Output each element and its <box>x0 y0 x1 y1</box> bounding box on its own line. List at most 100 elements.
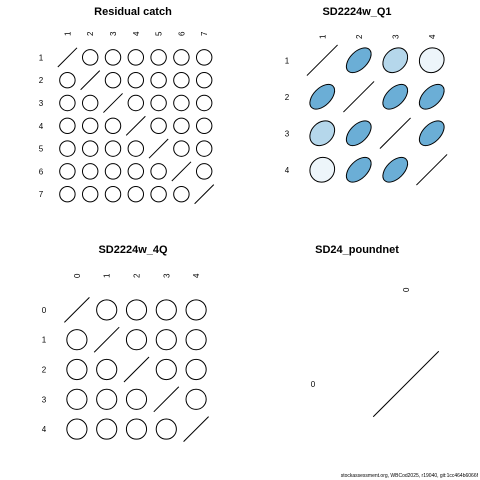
correlation-ellipse <box>66 388 88 410</box>
correlation-ellipse <box>309 120 336 147</box>
correlation-ellipse <box>81 94 99 112</box>
correlation-ellipse <box>104 71 122 89</box>
correlation-ellipse <box>59 140 76 157</box>
correlation-ellipse <box>125 299 148 321</box>
column-label: 5 <box>155 31 164 36</box>
column-label: 1 <box>63 31 72 36</box>
correlation-ellipse <box>185 358 207 381</box>
correlation-ellipse <box>104 163 122 180</box>
column-label: 2 <box>86 31 95 36</box>
row-label: 7 <box>39 190 44 199</box>
row-label: 5 <box>39 145 44 154</box>
correlation-ellipse <box>345 156 372 183</box>
column-label: 3 <box>109 31 118 36</box>
correlation-ellipse <box>150 94 167 112</box>
diagonal-mark <box>372 350 440 418</box>
column-label: 6 <box>177 31 186 36</box>
correlation-ellipse <box>418 120 445 147</box>
correlation-ellipse <box>382 156 409 183</box>
correlation-ellipse <box>150 71 167 89</box>
correlation-ellipse <box>127 140 145 157</box>
column-label: 4 <box>192 273 201 278</box>
diagonal-mark <box>103 93 123 113</box>
correlation-ellipse <box>150 49 167 66</box>
correlation-ellipse <box>96 299 118 321</box>
correlation-ellipse <box>418 83 445 110</box>
correlation-ellipse <box>195 117 213 135</box>
correlation-ellipse <box>173 185 190 203</box>
column-label: 4 <box>428 34 437 39</box>
correlation-ellipse <box>66 329 88 351</box>
column-label: 3 <box>162 273 171 278</box>
column-label: 7 <box>200 31 209 36</box>
correlation-ellipse <box>104 185 122 203</box>
correlation-ellipse <box>125 388 148 410</box>
diagonal-mark <box>343 81 375 113</box>
correlation-ellipse <box>104 117 122 135</box>
correlation-ellipse <box>185 299 207 321</box>
correlation-ellipse <box>66 358 88 381</box>
diagonal-mark <box>80 70 101 91</box>
row-label: 2 <box>285 93 290 102</box>
correlation-ellipse <box>155 299 177 321</box>
column-label: 1 <box>103 273 112 278</box>
correlation-ellipse <box>150 117 167 135</box>
correlation-ellipse <box>185 388 207 410</box>
correlation-ellipse <box>150 163 167 180</box>
correlation-ellipse <box>104 140 122 157</box>
correlation-ellipse <box>59 163 76 180</box>
correlation-ellipse <box>59 94 76 112</box>
correlation-ellipse <box>309 156 336 183</box>
correlation-ellipse <box>155 418 177 440</box>
row-label: 3 <box>285 129 290 138</box>
correlation-ellipse <box>173 71 190 89</box>
footer-credit: stockassessment.org, WBCod2025, r19040, … <box>340 473 478 479</box>
correlation-ellipse <box>195 94 213 112</box>
correlation-ellipse <box>81 185 99 203</box>
correlation-ellipse <box>66 418 88 440</box>
correlation-ellipse <box>125 329 148 351</box>
correlation-ellipse <box>59 185 76 203</box>
correlation-ellipse <box>59 71 76 89</box>
correlation-ellipse <box>127 71 145 89</box>
diagonal-mark <box>64 297 90 323</box>
correlation-ellipse <box>125 418 148 440</box>
correlation-ellipse <box>96 358 118 381</box>
row-label: 2 <box>42 366 47 375</box>
diagonal-mark <box>153 386 180 413</box>
correlation-ellipse <box>59 117 76 135</box>
correlation-ellipse <box>195 163 213 180</box>
diagonal-mark <box>148 138 169 159</box>
column-label: 0 <box>73 273 82 278</box>
correlation-ellipse <box>81 163 99 180</box>
panel-title: Residual catch <box>94 6 172 18</box>
correlation-ellipse <box>127 49 145 66</box>
diagonal-mark <box>194 184 215 205</box>
correlation-ellipse <box>127 163 145 180</box>
row-label: 0 <box>311 380 316 389</box>
row-label: 4 <box>285 166 290 175</box>
correlation-ellipse <box>309 83 336 110</box>
row-label: 1 <box>42 336 47 345</box>
row-label: 4 <box>42 425 47 434</box>
column-label: 2 <box>133 273 142 278</box>
diagonal-mark <box>93 326 120 353</box>
diagonal-mark <box>379 117 411 149</box>
column-label: 1 <box>318 34 327 39</box>
diagonal-mark <box>183 416 209 442</box>
correlation-ellipse <box>150 185 167 203</box>
correlation-ellipse <box>81 117 99 135</box>
correlation-ellipse <box>127 94 145 112</box>
row-label: 0 <box>42 306 47 315</box>
panel-title: SD2224w_Q1 <box>322 6 391 18</box>
correlation-ellipse <box>185 329 207 351</box>
diagonal-mark <box>306 44 338 76</box>
correlation-ellipse <box>173 140 190 157</box>
diagonal-mark <box>57 47 78 68</box>
correlation-ellipse <box>195 71 213 89</box>
correlation-ellipse <box>345 47 372 74</box>
correlation-ellipse <box>155 329 177 351</box>
